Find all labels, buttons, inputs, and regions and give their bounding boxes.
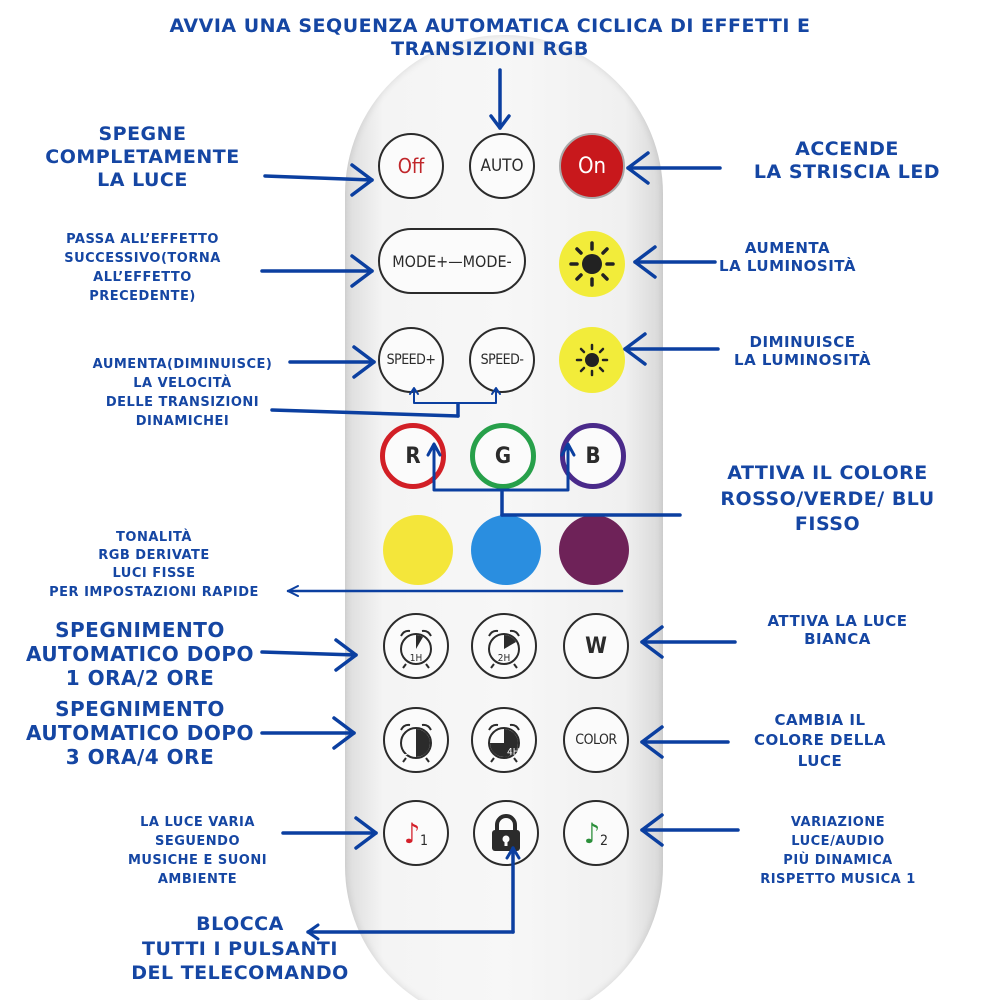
preset-blue-button[interactable] bbox=[471, 515, 541, 585]
annotation-mode: PASSA ALL’EFFETTO SUCCESSIVO(TORNA ALL’E… bbox=[64, 232, 221, 304]
preset-purple-button[interactable] bbox=[559, 515, 629, 585]
annotation-off: SPEGNE COMPLETAMENTE LA LUCE bbox=[45, 123, 240, 191]
annotation-music-1: LA LUCE VARIA SEGUENDO MUSICHE E SUONI A… bbox=[127, 815, 268, 887]
annotation-brightness-down: DIMINUISCE LA LUMINOSITÀ bbox=[734, 333, 871, 369]
timer-3h-label: 3H bbox=[403, 747, 416, 758]
music-2-button[interactable]: ♪ 2 bbox=[563, 800, 629, 866]
timer-2h-label: 2H bbox=[497, 653, 511, 664]
brightness-up-button[interactable] bbox=[559, 231, 625, 297]
blue-button[interactable]: B bbox=[560, 423, 626, 489]
white-button-label: W bbox=[585, 633, 607, 659]
alarm-clock-icon bbox=[400, 629, 432, 669]
red-button-label: R bbox=[405, 443, 421, 469]
sun-large-icon bbox=[569, 241, 615, 287]
timer-2h-button[interactable]: 2H bbox=[471, 613, 537, 679]
music-1-button[interactable]: ♪ 1 bbox=[383, 800, 449, 866]
timer-4h-button[interactable]: 4H bbox=[471, 707, 537, 773]
color-button[interactable]: COLOR bbox=[563, 707, 629, 773]
auto-button-label: AUTO bbox=[480, 156, 524, 176]
speed-down-button-label: SPEED- bbox=[480, 352, 524, 368]
brightness-down-button[interactable] bbox=[559, 327, 625, 393]
white-button[interactable]: W bbox=[563, 613, 629, 679]
annotation-on: ACCENDE LA STRISCIA LED bbox=[753, 138, 941, 183]
blue-button-label: B bbox=[585, 443, 601, 469]
annotation-speed: AUMENTA(DIMINUISCE) LA VELOCITÀ DELLE TR… bbox=[92, 357, 273, 429]
annotation-rgb: ATTIVA IL COLORE ROSSO/VERDE/ BLU FISSO bbox=[720, 462, 935, 536]
lock-icon bbox=[492, 814, 520, 851]
timer-1h-label: 1H bbox=[409, 653, 423, 664]
mode-button[interactable]: MODE+—MODE- bbox=[378, 228, 526, 294]
timer-4h-label: 4H bbox=[507, 747, 520, 758]
red-button[interactable]: R bbox=[380, 423, 446, 489]
off-button-label: Off bbox=[397, 154, 425, 178]
annotation-brightness-up: AUMENTA LA LUMINOSITÀ bbox=[719, 239, 856, 275]
green-button-label: G bbox=[494, 443, 512, 469]
on-button-label: On bbox=[577, 153, 607, 179]
annotation-auto: AVVIA UNA SEQUENZA AUTOMATICA CICLICA DI… bbox=[169, 15, 811, 60]
annotation-timer-1-2: SPEGNIMENTO AUTOMATICO DOPO 1 ORA/2 ORE bbox=[25, 618, 255, 690]
lock-button[interactable] bbox=[473, 800, 539, 866]
color-button-label: COLOR bbox=[575, 732, 617, 748]
speed-down-button[interactable]: SPEED- bbox=[469, 327, 535, 393]
speed-up-button[interactable]: SPEED+ bbox=[378, 327, 444, 393]
sun-small-icon bbox=[575, 343, 609, 377]
auto-button[interactable]: AUTO bbox=[469, 133, 535, 199]
timer-1h-button[interactable]: 1H bbox=[383, 613, 449, 679]
preset-yellow-button[interactable] bbox=[383, 515, 453, 585]
mode-button-label: MODE+—MODE- bbox=[392, 251, 512, 271]
speed-up-button-label: SPEED+ bbox=[386, 352, 436, 368]
annotation-white: ATTIVA LA LUCE BIANCA bbox=[767, 612, 908, 648]
alarm-clock-icon bbox=[488, 629, 520, 669]
alarm-clock-icon bbox=[488, 723, 520, 763]
timer-3h-button[interactable]: 3H bbox=[383, 707, 449, 773]
music-1-label: 1 bbox=[420, 833, 429, 849]
annotation-color: CAMBIA IL COLORE DELLA LUCE bbox=[754, 711, 886, 770]
music-note-red-icon: ♪ bbox=[403, 816, 421, 850]
annotation-lock: BLOCCA TUTTI I PULSANTI DEL TELECOMANDO bbox=[131, 913, 349, 985]
annotation-music-2: VARIAZIONE LUCE/AUDIO PIÙ DINAMICA RISPE… bbox=[760, 815, 916, 887]
alarm-clock-icon bbox=[400, 723, 432, 763]
remote-control-body: Off AUTO On MODE+—MODE- SPEED bbox=[345, 35, 663, 1000]
green-button[interactable]: G bbox=[470, 423, 536, 489]
annotation-timer-3-4: SPEGNIMENTO AUTOMATICO DOPO 3 ORA/4 ORE bbox=[25, 697, 255, 769]
off-button[interactable]: Off bbox=[378, 133, 444, 199]
on-button[interactable]: On bbox=[559, 133, 625, 199]
annotation-presets: TONALITÀ RGB DERIVATE LUCI FISSE PER IMP… bbox=[49, 530, 259, 600]
music-2-label: 2 bbox=[600, 833, 609, 849]
music-note-green-icon: ♪ bbox=[583, 816, 601, 850]
